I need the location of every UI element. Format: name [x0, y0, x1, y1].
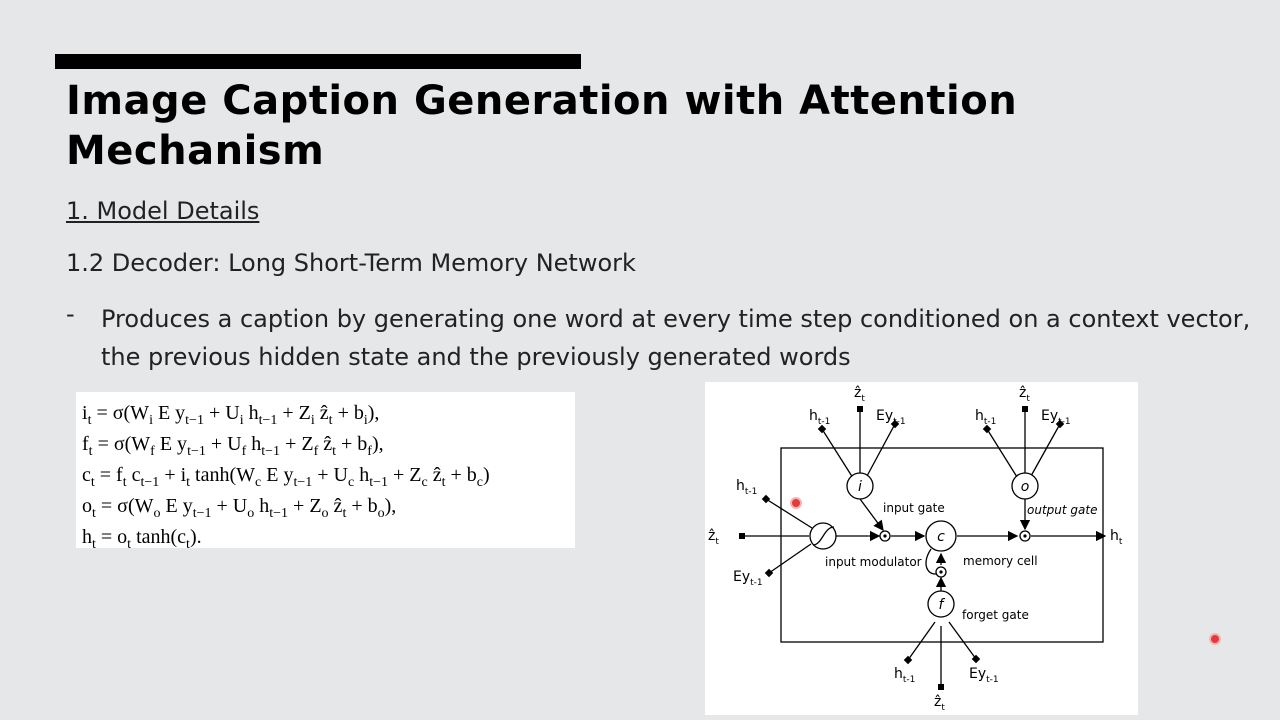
h-label-forget: h: [894, 666, 903, 682]
equation-line: ct = ft ct−1 + it tanh(Wc E yt−1 + Uc ht…: [82, 464, 490, 490]
ey-label-output-gate: Ey: [1041, 408, 1058, 424]
forget-h-line: [907, 621, 936, 661]
output-gate-h-line: [986, 428, 1018, 478]
h-output-label: h: [1110, 528, 1119, 544]
ey-label-input-gate: Ey: [876, 408, 893, 424]
input-gate-node: [846, 472, 874, 500]
memory-cell-node: [925, 520, 957, 552]
z-terminal-output-gate: [1022, 406, 1028, 412]
z-label-bottom: ẑ: [934, 694, 941, 710]
svg-text:ht-1: ht-1: [736, 478, 757, 497]
forget-gate-label: forget gate: [962, 608, 1029, 622]
cursor-indicator-dot: [1209, 633, 1221, 645]
modulator-h-line: [765, 498, 813, 529]
lstm-diagram-svg: i o c f input gate output gate input mod…: [708, 385, 1123, 713]
input-gate-to-mult-arrow: [859, 498, 884, 532]
modulator-curve: [812, 526, 835, 546]
memory-cell-symbol: c: [937, 529, 945, 545]
svg-text:Eyt-1: Eyt-1: [876, 408, 906, 427]
svg-text:Eyt-1: Eyt-1: [969, 666, 999, 685]
svg-text:ẑt: ẑt: [1019, 385, 1030, 404]
svg-text:Eyt-1: Eyt-1: [1041, 408, 1071, 427]
forget-ey-line: [948, 621, 977, 660]
z-terminal-forget: [938, 684, 944, 690]
slide-title: Image Caption Generation with Attention …: [66, 78, 1018, 174]
ey-label-modulator: Ey: [733, 569, 750, 585]
svg-text:Eyt-1: Eyt-1: [733, 569, 763, 588]
input-gate-ey-line: [866, 423, 896, 477]
svg-text:ht-1: ht-1: [809, 408, 830, 427]
forget-gate-node: [927, 590, 955, 618]
output-gate-node: [1011, 472, 1039, 500]
input-gate-label: input gate: [883, 501, 945, 515]
equation-line: ft = σ(Wf E yt−1 + Uf ht−1 + Zf ẑt + bf)…: [82, 433, 384, 459]
z-terminal-input-gate: [857, 406, 863, 412]
svg-text:ẑt: ẑt: [708, 528, 719, 547]
output-gate-label: output gate: [1027, 503, 1097, 517]
equation-list: it = σ(Wi E yt−1 + Ui ht−1 + Zi ẑt + bi)…: [82, 398, 490, 553]
output-gate-ey-line: [1030, 423, 1061, 477]
memory-cell-label: memory cell: [963, 554, 1038, 568]
equation-line: it = σ(Wi E yt−1 + Ui ht−1 + Zi ẑt + bi)…: [82, 402, 380, 428]
forget-gate-symbol: f: [939, 597, 946, 613]
svg-text:ht-1: ht-1: [894, 666, 915, 685]
z-label-top-1: ẑ: [854, 385, 861, 401]
section-heading: 1. Model Details: [66, 197, 260, 225]
cursor-indicator-dot: [790, 497, 802, 509]
bullet-text: Produces a caption by generating one wor…: [101, 305, 1251, 371]
h-label-input-gate: h: [809, 408, 818, 424]
input-modulator-label: input modulator: [825, 555, 922, 569]
svg-text:ẑt: ẑt: [934, 694, 945, 713]
equation-line: ot = σ(Wo E yt−1 + Uo ht−1 + Zo ẑt + bo)…: [82, 495, 397, 521]
z-label-left: ẑ: [708, 528, 715, 544]
lstm-diagram: i o c f input gate output gate input mod…: [705, 382, 1138, 715]
z-terminal-modulator: [739, 533, 745, 539]
output-gate-symbol: o: [1021, 479, 1030, 495]
svg-text:ht: ht: [1110, 528, 1123, 547]
bullet-marker: -: [66, 300, 75, 328]
subsection-heading: 1.2 Decoder: Long Short-Term Memory Netw…: [66, 249, 636, 277]
cell-boundary: [780, 447, 1104, 643]
equation-line: ht = ot tanh(ct).: [82, 526, 202, 552]
input-gate-symbol: i: [858, 479, 862, 495]
input-gate-h-line: [821, 428, 854, 479]
modulator-ey-line: [768, 543, 812, 574]
lstm-equations-panel: it = σ(Wi E yt−1 + Ui ht−1 + Zi ẑt + bi)…: [76, 392, 575, 552]
ey-label-forget: Ey: [969, 666, 986, 682]
h-label-output-gate: h: [975, 408, 984, 424]
svg-text:ht-1: ht-1: [975, 408, 996, 427]
svg-text:ẑt: ẑt: [854, 385, 865, 404]
z-label-top-2: ẑ: [1019, 385, 1026, 401]
h-label-modulator: h: [736, 478, 745, 494]
title-accent-bar: [55, 54, 581, 69]
